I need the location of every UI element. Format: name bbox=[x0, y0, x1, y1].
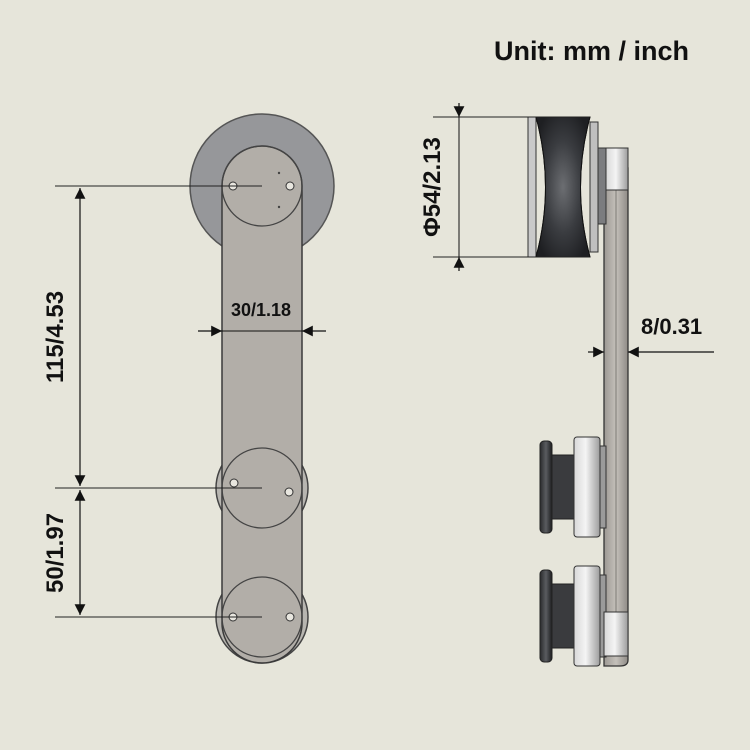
dim-plate-width: 30/1.18 bbox=[231, 300, 291, 320]
side-view: Φ54/2.13 8/0.31 bbox=[419, 103, 714, 667]
dim-wheel-diameter: Φ54/2.13 bbox=[419, 137, 446, 237]
bolt-holes bbox=[228, 181, 295, 622]
dim-center-distance-top: 115/4.53 bbox=[42, 291, 69, 383]
unit-label: Unit: mm / inch bbox=[494, 36, 689, 66]
dim-center-distance-bottom: 50/1.97 bbox=[42, 513, 69, 593]
bottom-roller bbox=[539, 565, 629, 667]
dim-plate-thickness: 8/0.31 bbox=[641, 314, 702, 339]
diameter-extension-lines bbox=[433, 116, 545, 258]
hanger-plate bbox=[221, 145, 303, 664]
middle-roller bbox=[539, 436, 607, 538]
extension-lines bbox=[55, 185, 262, 618]
front-view: 115/4.53 50/1.97 30/1.18 bbox=[42, 113, 335, 664]
